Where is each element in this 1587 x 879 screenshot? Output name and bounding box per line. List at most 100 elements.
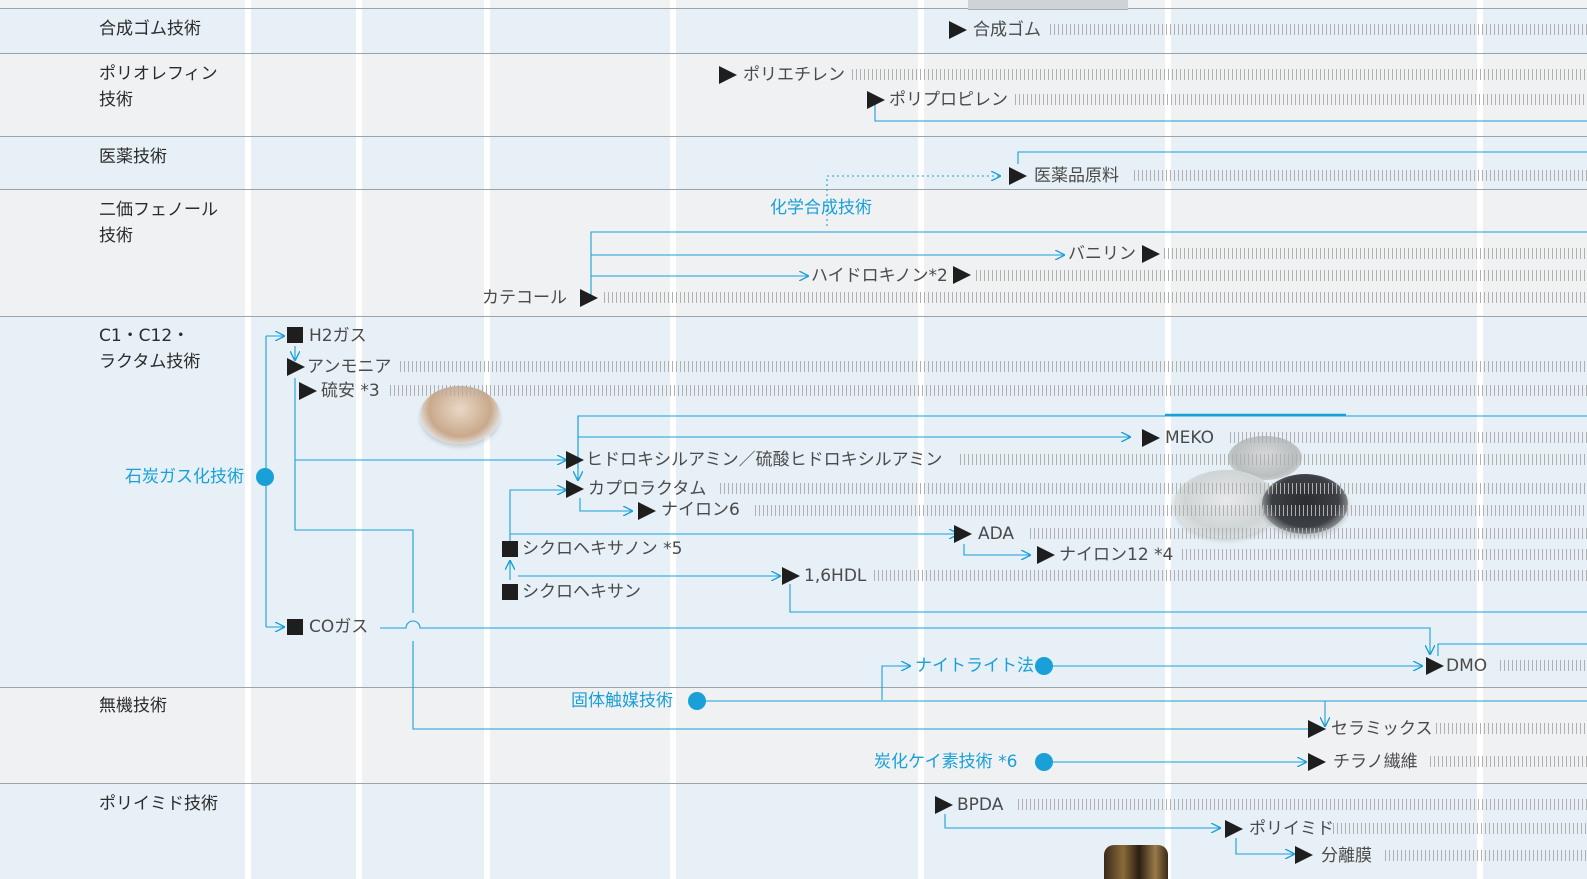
product-h2-gas: H2ガス bbox=[309, 326, 367, 346]
timeline-bar bbox=[1018, 799, 1587, 810]
timeline-bar bbox=[390, 385, 1587, 396]
product-nylon6: ナイロン6 bbox=[661, 500, 740, 520]
timeline-bar bbox=[1430, 756, 1587, 767]
triangle-marker-icon bbox=[1225, 820, 1243, 838]
triangle-marker-icon bbox=[1142, 429, 1160, 447]
timeline-bar bbox=[976, 270, 1587, 281]
triangle-marker-icon bbox=[949, 21, 967, 39]
category-c1-c12-lactam: C1・C12・ ラクタム技術 bbox=[99, 326, 201, 372]
row-separator bbox=[0, 8, 1587, 9]
product-catechol: カテコール bbox=[482, 288, 567, 308]
product-bpda: BPDA bbox=[957, 795, 1004, 815]
triangle-marker-icon bbox=[299, 382, 317, 400]
category-polyolefin: ポリオレフィン 技術 bbox=[99, 64, 218, 110]
product-caprolactam: カプロラクタム bbox=[588, 479, 707, 499]
timeline-bar bbox=[1436, 723, 1587, 734]
category-diphenol: 二価フェノール 技術 bbox=[99, 200, 218, 246]
timeline-bar bbox=[400, 361, 1587, 372]
square-marker-icon bbox=[502, 584, 518, 600]
timeline-bar bbox=[1030, 528, 1587, 539]
product-ada: ADA bbox=[978, 524, 1015, 544]
tech-silicon-carbide: 炭化ケイ素技術 *6 bbox=[874, 752, 1018, 772]
product-polyethylene: ポリエチレン bbox=[743, 65, 845, 85]
column-divider bbox=[1165, 0, 1171, 879]
square-marker-icon bbox=[287, 327, 303, 343]
product-tyranno-fiber: チラノ繊維 bbox=[1333, 752, 1418, 772]
timeline-bar bbox=[874, 570, 1587, 581]
header-graphic-fragment bbox=[968, 0, 1128, 10]
timeline-bar bbox=[1333, 823, 1587, 834]
triangle-marker-icon bbox=[953, 266, 971, 284]
product-ammonia: アンモニア bbox=[307, 357, 392, 377]
timeline-bar bbox=[960, 454, 1587, 465]
product-cyclohexanone: シクロヘキサノン *5 bbox=[522, 539, 683, 559]
triangle-marker-icon bbox=[1142, 245, 1160, 263]
product-meko: MEKO bbox=[1165, 428, 1215, 448]
triangle-marker-icon bbox=[954, 525, 972, 543]
product-nylon12: ナイロン12 *4 bbox=[1059, 545, 1174, 565]
triangle-marker-icon bbox=[1037, 546, 1055, 564]
column-divider bbox=[245, 0, 251, 879]
product-ceramics: セラミックス bbox=[1331, 719, 1433, 739]
triangle-marker-icon bbox=[1426, 657, 1444, 675]
timeline-bar bbox=[1134, 170, 1587, 181]
triangle-marker-icon bbox=[867, 91, 885, 109]
row-separator bbox=[0, 783, 1587, 784]
triangle-marker-icon bbox=[638, 502, 656, 520]
triangle-marker-icon bbox=[935, 796, 953, 814]
timeline-bar bbox=[852, 69, 1587, 80]
product-cyclohexane: シクロヘキサン bbox=[522, 582, 641, 602]
product-pharma-raw: 医薬品原料 bbox=[1034, 166, 1119, 186]
sample-dish-image bbox=[1174, 470, 1278, 538]
row-separator bbox=[0, 136, 1587, 137]
triangle-marker-icon bbox=[1308, 753, 1326, 771]
row-separator bbox=[0, 687, 1587, 688]
column-divider bbox=[356, 0, 362, 879]
timeline-bar bbox=[1164, 248, 1587, 259]
timeline-bar bbox=[1385, 850, 1587, 861]
category-polyimide: ポリイミド技術 bbox=[99, 794, 218, 814]
product-hydroquinone: ハイドロキノン*2 bbox=[811, 266, 948, 286]
timeline-bar bbox=[1230, 432, 1587, 443]
square-marker-icon bbox=[502, 541, 518, 557]
triangle-marker-icon bbox=[1295, 846, 1313, 864]
product-hydroxylamine: ヒドロキシルアミン／硫酸ヒドロキシルアミン bbox=[586, 450, 943, 470]
product-1-6hdl: 1,6HDL bbox=[804, 566, 867, 586]
row-separator bbox=[0, 316, 1587, 317]
coal-gasification-node-icon bbox=[256, 468, 274, 486]
timeline-bar bbox=[720, 483, 1587, 494]
triangle-marker-icon bbox=[782, 567, 800, 585]
timeline-bar bbox=[1050, 24, 1587, 35]
silicon-carbide-node-icon bbox=[1035, 753, 1053, 771]
triangle-marker-icon bbox=[566, 480, 584, 498]
triangle-marker-icon bbox=[1009, 167, 1027, 185]
product-polyimide: ポリイミド bbox=[1249, 819, 1334, 839]
row-separator bbox=[0, 189, 1587, 190]
column-divider bbox=[670, 0, 676, 879]
tech-chemical-synthesis: 化学合成技術 bbox=[770, 198, 872, 218]
product-separation-membrane: 分離膜 bbox=[1321, 846, 1372, 866]
membrane-module-image bbox=[1104, 845, 1168, 879]
category-inorganic: 無機技術 bbox=[99, 696, 167, 716]
product-ammonium-sulfate: 硫安 *3 bbox=[321, 381, 380, 401]
timeline-bar bbox=[1182, 549, 1587, 560]
category-synthetic-rubber: 合成ゴム技術 bbox=[99, 19, 201, 39]
triangle-marker-icon bbox=[566, 451, 584, 469]
product-co-gas: COガス bbox=[309, 617, 369, 637]
timeline-bar bbox=[755, 505, 1587, 516]
product-dmo: DMO bbox=[1446, 656, 1488, 676]
timeline-bar bbox=[1500, 660, 1587, 671]
timeline-bar bbox=[1015, 94, 1587, 105]
triangle-marker-icon bbox=[580, 289, 598, 307]
column-divider bbox=[484, 0, 490, 879]
product-synthetic-rubber: 合成ゴム bbox=[973, 20, 1041, 40]
nitrite-node-icon bbox=[1035, 657, 1053, 675]
triangle-marker-icon bbox=[287, 358, 305, 376]
solid-catalyst-node-icon bbox=[688, 692, 706, 710]
row-separator bbox=[0, 53, 1587, 54]
tech-coal-gasification: 石炭ガス化技術 bbox=[125, 467, 244, 487]
triangle-marker-icon bbox=[719, 66, 737, 84]
tech-nitrite-process: ナイトライト法 bbox=[915, 656, 1034, 676]
